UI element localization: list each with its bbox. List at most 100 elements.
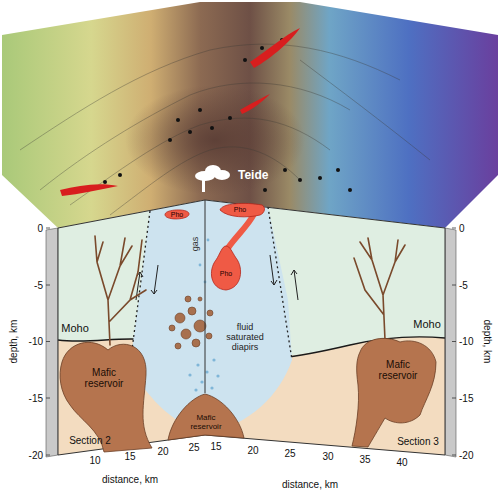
illustration-polygon — [2, 2, 498, 228]
illustration-path — [151, 265, 158, 294]
boundary-label: Moho — [413, 318, 441, 330]
tick-label: -15 — [459, 393, 473, 404]
illustration-circle — [175, 343, 181, 349]
illustration-path — [270, 255, 277, 285]
tick-label: 15 — [210, 441, 221, 452]
illustration-rect — [202, 178, 205, 192]
shape-path — [211, 246, 240, 290]
illustration-circle — [318, 176, 322, 180]
phonolite-body: Pho — [208, 244, 244, 292]
illustration-g — [103, 38, 352, 192]
illustration-circle — [188, 373, 191, 376]
illustration-circle — [185, 296, 191, 302]
tick-label: -10 — [29, 336, 43, 347]
tick-label: 0 — [459, 223, 465, 234]
illustration-circle — [169, 325, 175, 331]
illustration-circle — [196, 363, 199, 366]
tick-label: 0 — [37, 223, 43, 234]
illustration-path — [300, 60, 430, 160]
tick-label: -5 — [34, 280, 43, 291]
node-text: Mafic reservoir — [72, 367, 136, 389]
tick-label: 35 — [359, 454, 370, 465]
tick-label: 25 — [284, 448, 295, 459]
tick-label: 20 — [157, 446, 168, 457]
tick-label: 25 — [188, 442, 199, 453]
illustration-circle — [192, 339, 200, 347]
phonolite-body: Pho — [218, 201, 266, 218]
illustration-path — [240, 94, 270, 114]
mafic-reservoir: Mafic reservoir — [166, 392, 246, 442]
illustration-ellipse — [125, 85, 305, 195]
tick-label: 10 — [89, 455, 100, 466]
illustration-circle — [283, 168, 287, 172]
illustration-circle — [175, 313, 185, 323]
tick-label: 20 — [247, 445, 258, 456]
shape-path — [168, 394, 244, 440]
illustration-circle — [176, 118, 180, 122]
shape-outline — [208, 244, 244, 292]
boundary-label: Moho — [61, 322, 89, 334]
illustration-circle — [118, 173, 122, 177]
illustration-circle — [228, 116, 232, 120]
illustration-g — [195, 165, 230, 192]
tick-label: 15 — [124, 451, 135, 462]
illustration-circle — [260, 46, 264, 50]
illustration-circle — [181, 329, 191, 339]
illustration-circle — [200, 380, 203, 383]
node-text: Pho — [171, 211, 183, 219]
illustration-path — [58, 200, 445, 455]
tick-label: -5 — [459, 280, 468, 291]
axis-title: depth, km — [9, 319, 20, 363]
illustration-circle — [205, 370, 208, 373]
illustration-circle — [188, 130, 192, 134]
illustration-circle — [199, 264, 202, 267]
illustration-g — [20, 44, 430, 215]
node-text: Pho — [220, 270, 232, 278]
illustration-path — [354, 238, 405, 340]
section-label: Section 2 — [69, 435, 111, 446]
illustration-path — [291, 270, 298, 300]
illustration-circle — [103, 180, 107, 184]
illustration-g — [46, 228, 456, 455]
tick-label: -20 — [29, 450, 43, 461]
illustration-circle — [194, 388, 197, 391]
tick-label: -15 — [29, 393, 43, 404]
illustration-circle — [206, 333, 212, 339]
illustration-circle — [336, 168, 340, 172]
illustration-circle — [207, 239, 210, 242]
illustration-polygon — [445, 228, 456, 457]
illustration-circle — [210, 386, 213, 389]
illustration-g — [60, 28, 300, 196]
process-label: fluid saturated diapirs — [220, 323, 270, 353]
illustration-g — [169, 296, 213, 349]
illustration-circle — [216, 374, 219, 377]
illustration-circle — [198, 297, 202, 301]
tick-label: 30 — [322, 451, 333, 462]
illustration-path — [250, 28, 300, 68]
volcano-name: Teide — [238, 169, 268, 182]
illustration-path — [452, 228, 456, 455]
illustration-path — [46, 228, 50, 455]
shape-path — [165, 210, 189, 219]
shape-outline — [348, 333, 440, 449]
illustration-path — [60, 184, 118, 196]
illustration-circle — [188, 307, 196, 315]
mafic-reservoir: Mafic reservoir — [348, 333, 440, 449]
tick-label: -20 — [459, 450, 473, 461]
node-text: Pho — [234, 206, 246, 214]
tick-label: -10 — [459, 336, 473, 347]
axis-title: distance, km — [282, 479, 338, 490]
illustration-circle — [210, 126, 214, 130]
illustration-circle — [348, 188, 352, 192]
illustration-path — [70, 118, 330, 205]
phonolite-body: Pho — [163, 207, 191, 222]
illustration-circle — [194, 320, 206, 332]
node-text: Mafic reservoir — [366, 359, 430, 381]
illustration-circle — [263, 188, 267, 192]
shape-path — [220, 203, 264, 216]
illustration-path — [228, 214, 254, 248]
node-text: Mafic reservoir — [186, 414, 226, 432]
illustration-path — [95, 236, 146, 345]
